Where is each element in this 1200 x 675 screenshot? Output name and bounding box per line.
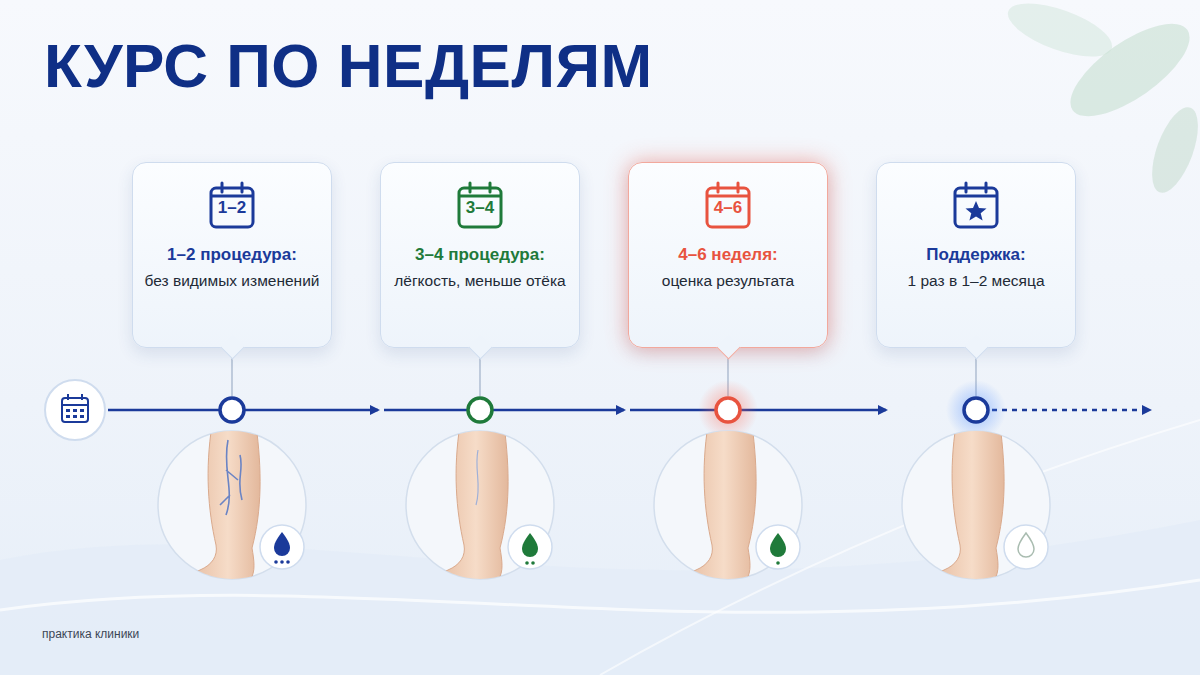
step-heading: 4–6 неделя: <box>639 245 817 265</box>
callout-box: Поддержка: 1 раз в 1–2 месяца <box>876 162 1076 348</box>
footnote: практика клиники <box>42 627 139 641</box>
step-heading: 1–2 процедура: <box>143 245 321 265</box>
callout-box: 1–2 1–2 процедура: без видимых изменений <box>132 162 332 348</box>
step-description: 1 раз в 1–2 месяца <box>887 271 1065 291</box>
callout-pointer <box>716 335 740 359</box>
calendar-badge: 4–6 <box>703 181 753 231</box>
calendar-icon <box>951 181 1001 231</box>
step-description: лёгкость, меньше отёка <box>391 271 569 291</box>
callout-box: 4–6 4–6 неделя: оценка результата <box>628 162 828 348</box>
step-heading: Поддержка: <box>887 245 1065 265</box>
calendar-badge: 3–4 <box>455 181 505 231</box>
icon-number: 3–4 <box>455 198 505 218</box>
title: КУРС ПО НЕДЕЛЯМ <box>44 30 653 101</box>
step-description: оценка результата <box>639 271 817 291</box>
callout-pointer <box>964 335 988 359</box>
callout-pointer <box>468 335 492 359</box>
icon-number: 4–6 <box>703 198 753 218</box>
icon-number: 1–2 <box>207 198 257 218</box>
step-heading: 3–4 процедура: <box>391 245 569 265</box>
calendar-badge: 1–2 <box>207 181 257 231</box>
callout-box: 3–4 3–4 процедура: лёгкость, меньше отёка <box>380 162 580 348</box>
step-description: без видимых изменений <box>143 271 321 291</box>
callout-pointer <box>220 335 244 359</box>
calendar-badge <box>951 181 1001 231</box>
